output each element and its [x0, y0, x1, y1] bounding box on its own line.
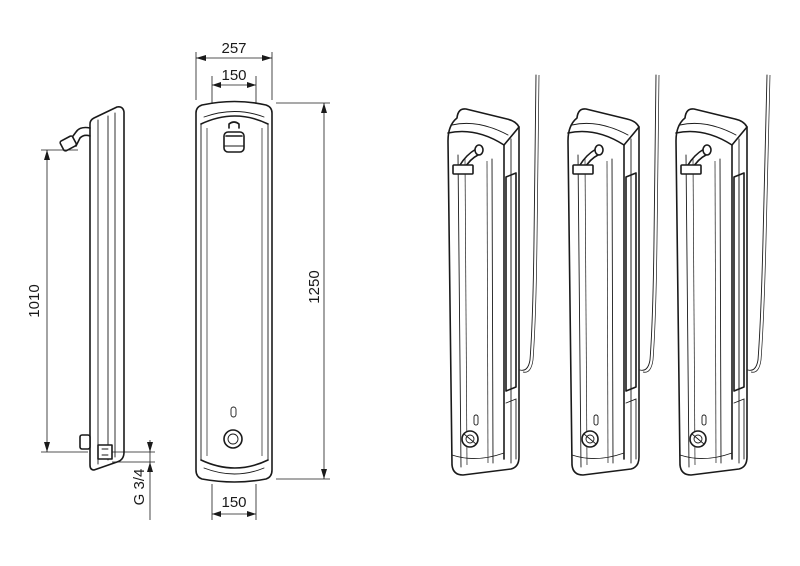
- dimension-1250: 1250: [276, 102, 330, 480]
- perspective-view-3: [675, 74, 771, 476]
- dimension-1010-label: 1010: [26, 284, 43, 317]
- front-shower-head-icon: [223, 121, 245, 153]
- side-connection-valve-icon: [79, 434, 113, 460]
- dimension-150-bottom: 150: [211, 484, 257, 520]
- perspective-view-2: [567, 74, 660, 476]
- front-view: 257 150 150 1250: [195, 40, 330, 520]
- dimension-150-top: 150: [211, 67, 257, 104]
- dimension-150-bottom-label: 150: [221, 494, 246, 511]
- front-push-button-icon: [223, 429, 243, 449]
- dimension-g34-label: G 3/4: [131, 469, 148, 506]
- dimension-257-label: 257: [221, 40, 246, 57]
- dimension-150-top-label: 150: [221, 67, 246, 84]
- dimension-1250-label: 1250: [306, 270, 323, 303]
- front-indicator-icon: [230, 406, 237, 418]
- side-view: 1010 G 3/4: [26, 106, 155, 520]
- perspective-view-1: [447, 74, 540, 476]
- side-shower-head-icon: [59, 126, 91, 152]
- dimension-1010: 1010: [26, 149, 88, 453]
- dimension-257: 257: [195, 40, 273, 100]
- dimension-g34: G 3/4: [112, 440, 155, 520]
